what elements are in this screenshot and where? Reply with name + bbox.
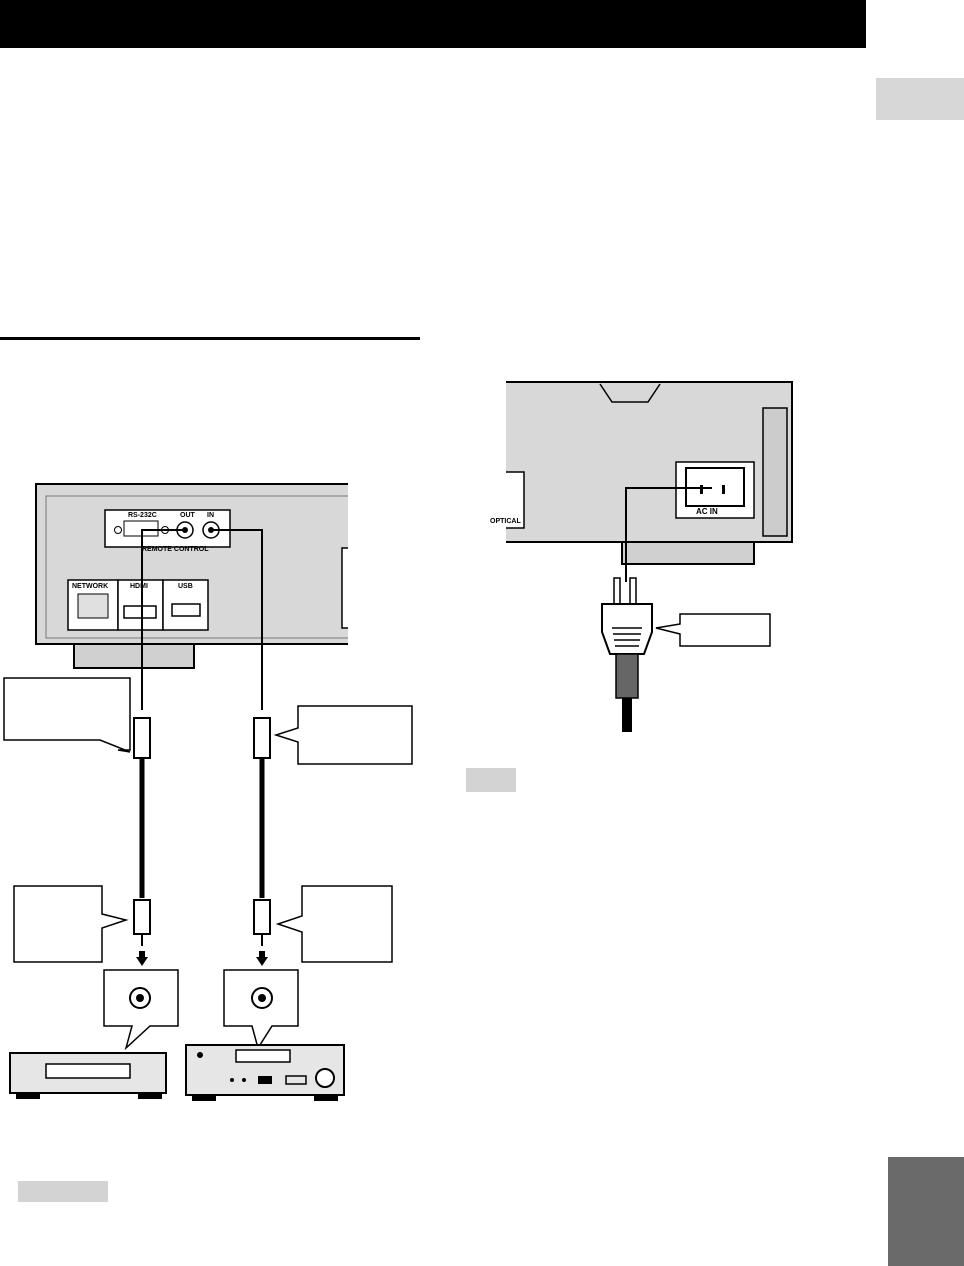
av-receiver-device: [185, 1044, 345, 1101]
out-label: OUT: [180, 512, 196, 519]
optical-label: OPTICAL: [490, 518, 521, 525]
network-label: NETWORK: [72, 583, 108, 590]
hdmi-label: HDMI: [130, 583, 148, 590]
in-label: IN: [207, 512, 214, 519]
power-connection-illustration: OPTICAL AC IN: [490, 381, 793, 732]
language-tab: [876, 78, 964, 120]
note-label-right: [466, 768, 516, 792]
usb-label: USB: [178, 583, 193, 590]
note-label-left: [18, 1181, 108, 1202]
external-player-device: [9, 1052, 167, 1099]
section-heading-rule: [0, 337, 420, 340]
rs232c-label: RS-232C: [128, 512, 157, 519]
remote-connection-illustration: RS-232C OUT IN REMOTE CONTROL NETWORK HD…: [3, 483, 413, 1101]
remote-control-label: REMOTE CONTROL: [142, 546, 209, 553]
section-tab: [888, 1157, 964, 1266]
header-bar: [0, 0, 866, 48]
ac-in-label: AC IN: [696, 507, 718, 516]
